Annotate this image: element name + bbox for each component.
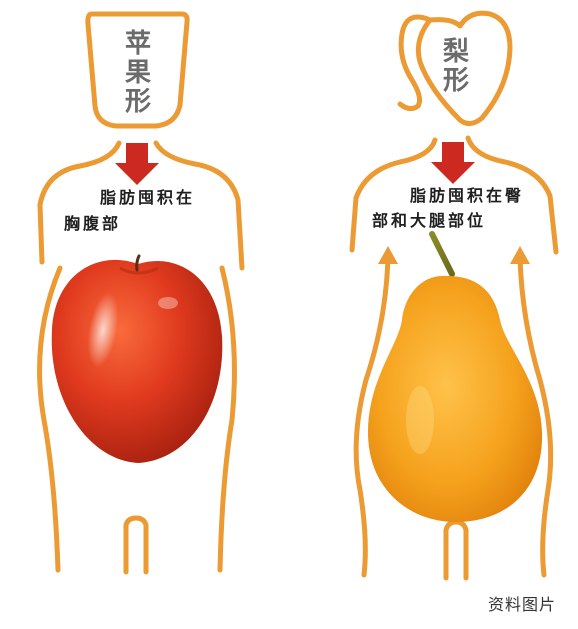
pear-shape-title: 梨 形: [441, 38, 471, 96]
apple-shape-title-char-1: 苹: [124, 29, 151, 59]
apple-down-arrow: [115, 143, 159, 185]
pear-figure-torso-left: [353, 255, 391, 578]
pear-down-arrow: [431, 142, 475, 184]
apple-figure-shoulder-right: [153, 140, 245, 271]
pear-shape-title-char-2: 形: [442, 66, 469, 96]
apple-shape-title-char-3: 形: [124, 87, 151, 117]
apple-figure-head-outline: [85, 11, 190, 129]
apple-figure-torso-right: [217, 265, 237, 573]
apple-shape-title: 苹 果 形: [123, 30, 153, 117]
pear-fruit: [368, 231, 543, 522]
pear-figure-arrow-left: [378, 246, 398, 264]
apple-fruit: [51, 254, 223, 463]
apple-figure-legs: [123, 515, 149, 575]
pear-shape-title-char-1: 梨: [442, 37, 469, 67]
apple-figure-shoulder-left: [37, 140, 122, 265]
pear-description-line-2: 部和大腿部位: [372, 211, 487, 230]
pear-figure-shoulder-left: [349, 137, 438, 253]
pear-figure-legs: [443, 519, 469, 581]
apple-shape-title-char-2: 果: [124, 58, 151, 88]
apple-figure-torso-left: [37, 265, 63, 573]
pear-figure-torso-right: [517, 255, 554, 578]
pear-figure-arrow-right: [510, 246, 530, 264]
pear-figure-shoulder-right: [465, 135, 559, 255]
pear-description-line-1: 脂肪囤积在臀: [410, 186, 525, 205]
apple-description-line-1: 脂肪囤积在: [100, 188, 196, 207]
apple-description-line-2: 胸腹部: [64, 214, 122, 233]
apple-body-figure: [37, 11, 245, 575]
pear-body-figure: [349, 10, 559, 581]
pear-figure-head-outline: [397, 10, 513, 126]
image-caption: 资料图片: [487, 595, 556, 614]
